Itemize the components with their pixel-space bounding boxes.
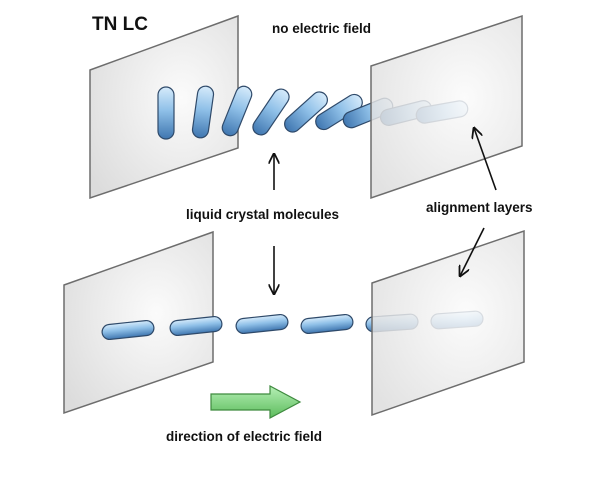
molecule <box>284 91 328 133</box>
alignment-layer-top-right <box>370 14 523 200</box>
pointer-arrow-icon <box>460 227 485 276</box>
molecule <box>221 85 253 137</box>
molecule <box>101 319 155 341</box>
label-direction-of-electric-field: direction of electric field <box>166 429 322 444</box>
molecule <box>252 88 290 136</box>
molecule <box>235 313 289 335</box>
pointer-arrow-icon <box>474 128 497 191</box>
green-right-arrow-icon <box>210 385 302 419</box>
molecule <box>300 313 354 335</box>
label-alignment-layers: alignment layers <box>426 200 533 215</box>
label-liquid-crystal-molecules: liquid crystal molecules <box>186 207 339 222</box>
diagram-title: TN LC <box>92 14 148 35</box>
molecule <box>191 85 215 139</box>
label-no-electric-field: no electric field <box>272 21 371 36</box>
molecule <box>169 315 223 337</box>
alignment-layer-bottom-right <box>371 229 525 417</box>
molecule <box>157 86 175 140</box>
